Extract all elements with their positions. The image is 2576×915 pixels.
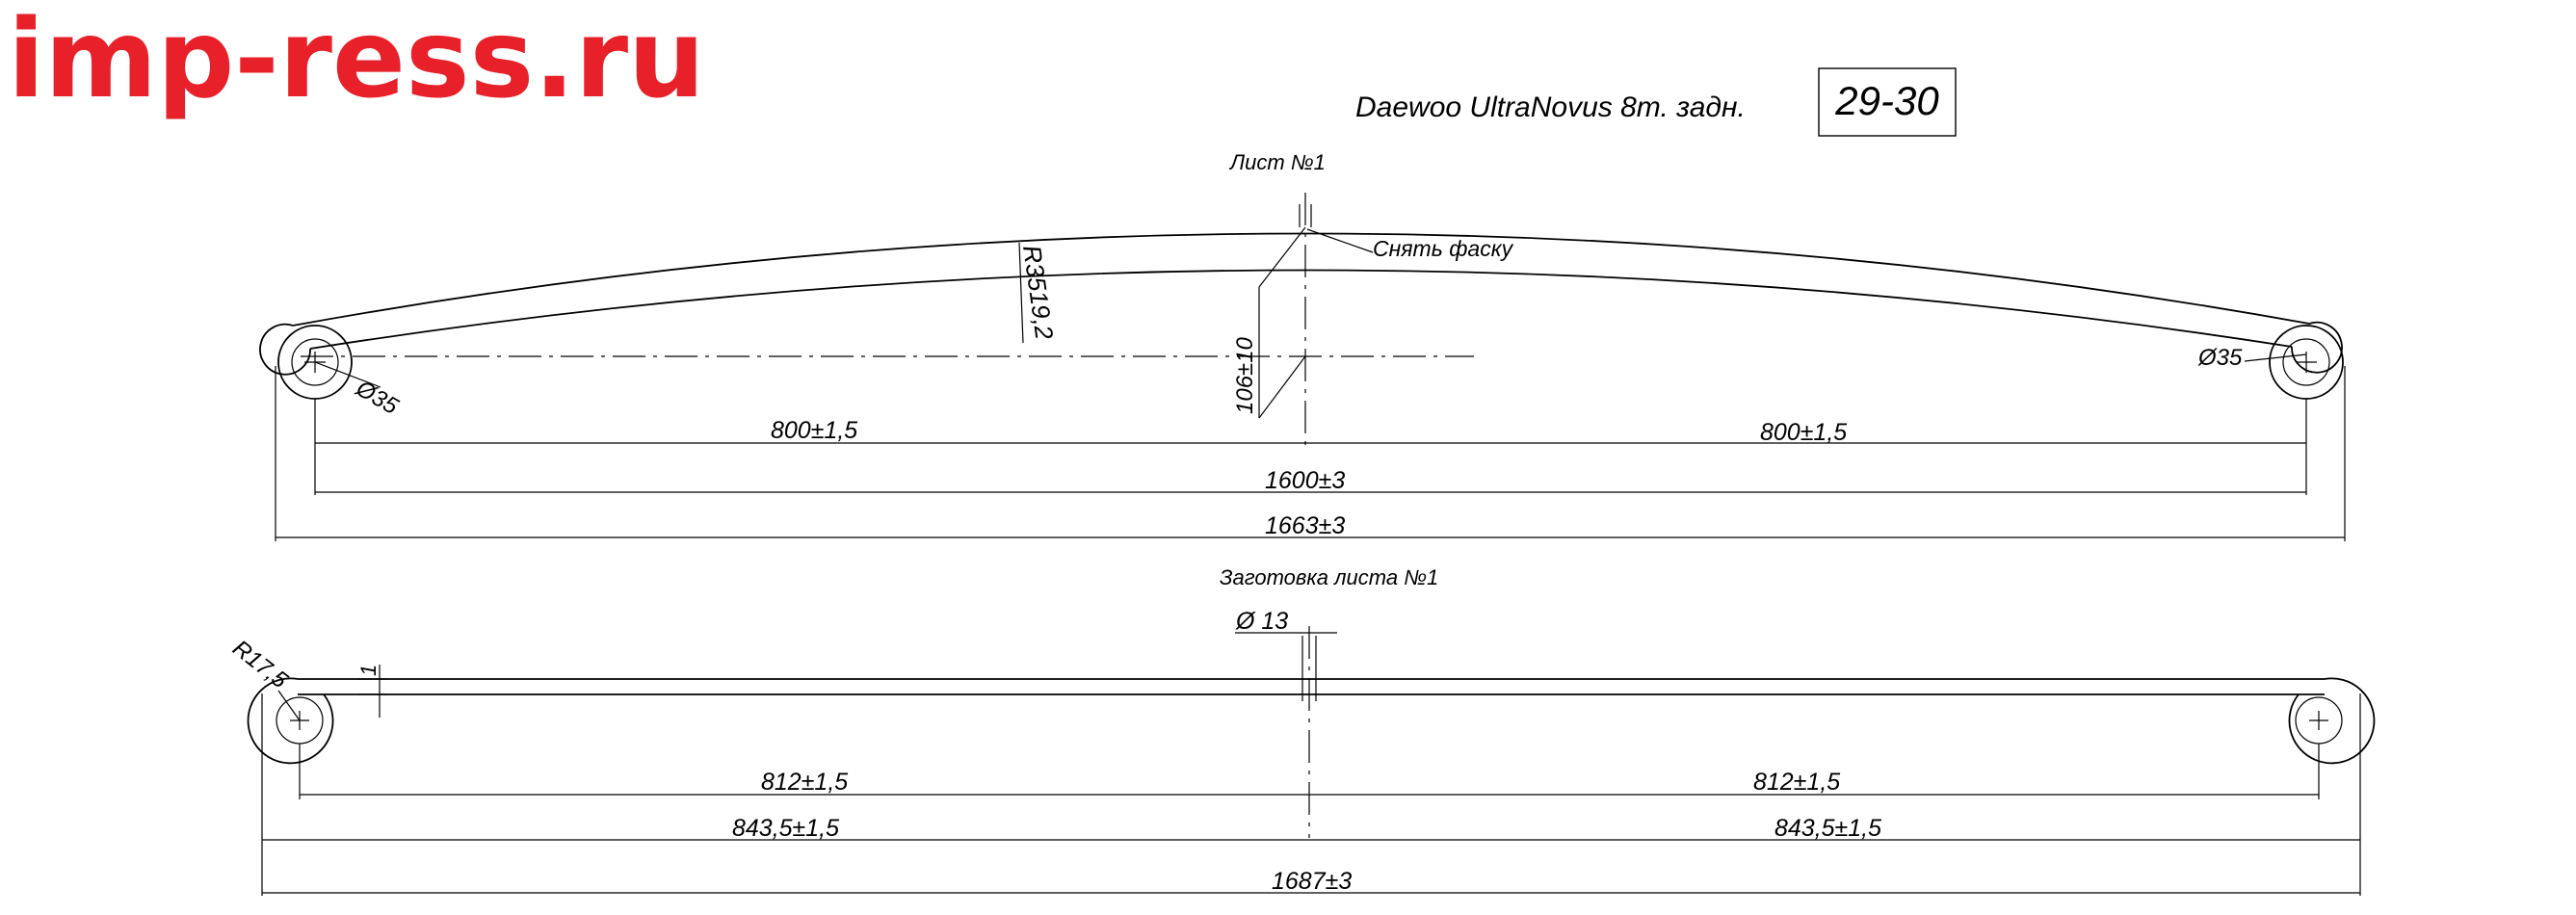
height-leader: [1258, 355, 1306, 419]
dim-half-right: 800±1,5: [1760, 419, 1847, 446]
right-eye: [2269, 325, 2344, 400]
end-radius: R17,5: [227, 635, 293, 693]
blank-body: [247, 677, 2376, 765]
end-radius-leader: [277, 690, 301, 721]
right-eye-dia-leader: [2244, 353, 2307, 362]
dim-inner-right: 812±1,5: [1753, 769, 1840, 796]
dim-blank-overall: 1687±3: [1272, 868, 1352, 895]
thickness-mark: 1: [356, 665, 381, 676]
model-title: Daewoo UltraNovus 8т. задн.: [1355, 92, 1746, 123]
sheet1-label: Лист №1: [1228, 150, 1326, 174]
dim-inner-left: 812±1,5: [761, 769, 848, 796]
chamfer-leader: [1306, 228, 1374, 253]
hole-dia: Ø 13: [1235, 608, 1288, 635]
dim-eye-centers: 1600±3: [1265, 467, 1345, 494]
dim-blank-half-right: 843,5±1,5: [1774, 815, 1881, 842]
left-eye-dia: Ø35: [351, 375, 403, 420]
part-number-frame: [1818, 67, 1957, 137]
blank1-label: Заготовка листа №1: [1220, 565, 1438, 589]
blank-right-end: [2295, 696, 2343, 745]
dim-overall: 1663±3: [1265, 512, 1345, 539]
left-eye-dia-leader: [314, 361, 381, 388]
part-number: 29-30: [1834, 78, 1939, 123]
height-leader: [1258, 226, 1306, 288]
dim-half-left: 800±1,5: [771, 417, 857, 444]
arc-height-label: 106±10: [1232, 336, 1258, 414]
radius-leader: [1018, 242, 1024, 344]
radius-label: R3519,2: [1017, 244, 1059, 342]
dim-blank-half-left: 843,5±1,5: [732, 815, 839, 842]
chamfer-note: Снять фаску: [1373, 236, 1514, 261]
site-logo[interactable]: imp-ress.ru: [8, 0, 705, 122]
right-eye-dia: Ø35: [2197, 345, 2243, 371]
leaf-body: [259, 232, 2343, 376]
